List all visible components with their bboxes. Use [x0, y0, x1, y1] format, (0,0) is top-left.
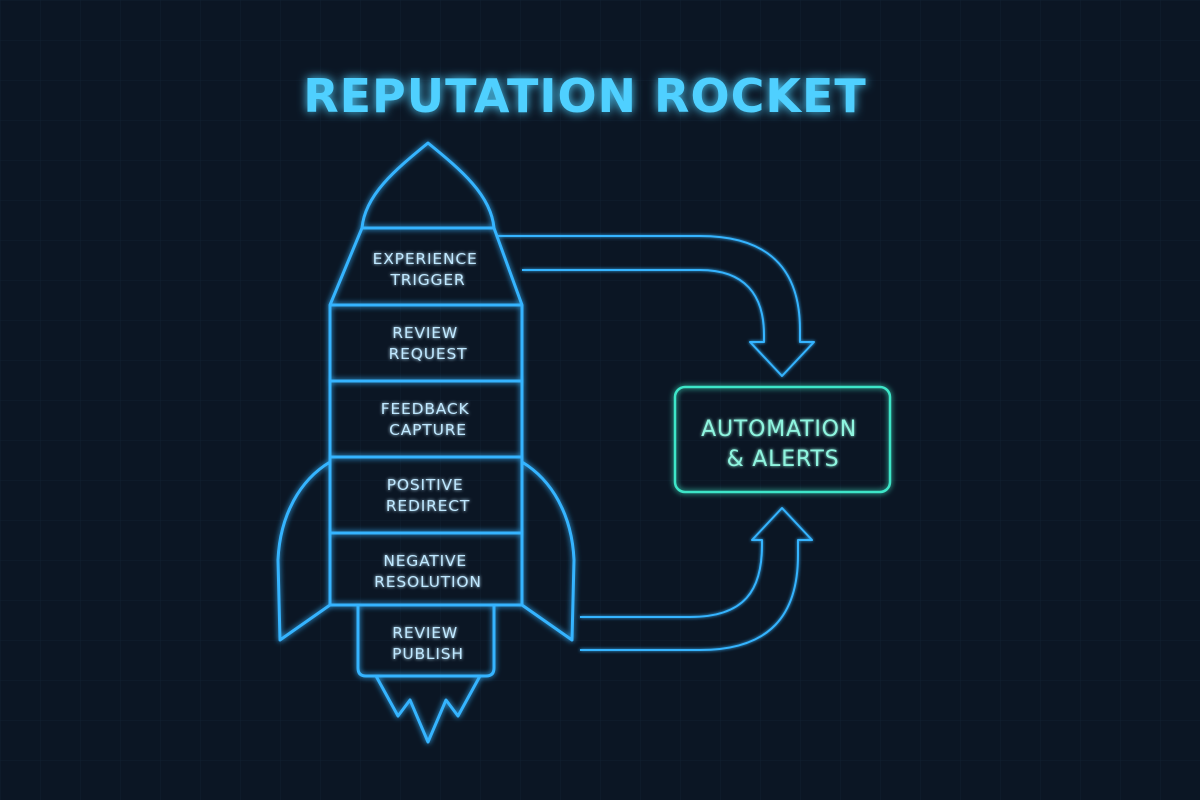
top-arrow-body — [497, 235, 815, 377]
stage-label-line: CAPTURE — [389, 421, 467, 439]
stage-label-line: EXPERIENCE — [373, 250, 478, 268]
automation-box-line: AUTOMATION — [701, 417, 857, 442]
stage-label-negative-resolution: NEGATIVE RESOLUTION — [374, 552, 482, 591]
stage-label-positive-redirect: POSITIVE REDIRECT — [386, 476, 470, 515]
bottom-arrow-body — [580, 507, 813, 651]
stage-label-line: FEEDBACK — [381, 400, 470, 418]
stage-label-review-request: REVIEW REQUEST — [389, 324, 468, 363]
top-flow-arrow — [497, 235, 815, 377]
stage-label-experience-trigger: EXPERIENCE TRIGGER — [373, 250, 484, 289]
rocket — [276, 141, 576, 744]
stage-label-line: TRIGGER — [390, 271, 466, 289]
automation-alerts-box — [673, 385, 892, 494]
rocket-right-fin — [521, 460, 576, 642]
stage-label-line: NEGATIVE — [383, 552, 467, 570]
automation-box-label: AUTOMATION & ALERTS — [701, 417, 865, 472]
automation-box-line: & ALERTS — [727, 447, 840, 472]
rocket-flame — [374, 675, 482, 744]
rocket-body-outline — [328, 141, 524, 607]
automation-box-frame — [673, 385, 892, 494]
stage-labels: EXPERIENCE TRIGGER REVIEW REQUEST FEEDBA… — [373, 250, 484, 663]
stage-label-line: RESOLUTION — [374, 573, 482, 591]
stage-label-line: REVIEW — [392, 624, 458, 642]
bottom-flow-arrow — [580, 507, 813, 651]
stage-label-line: REVIEW — [392, 324, 458, 342]
stage-label-line: POSITIVE — [387, 476, 464, 494]
rocket-engine-box — [356, 605, 496, 678]
stage-label-line: REQUEST — [389, 345, 468, 363]
stage-label-line: PUBLISH — [392, 645, 464, 663]
stage-label-line: REDIRECT — [386, 497, 470, 515]
rocket-left-fin — [276, 460, 331, 642]
stage-label-review-publish: REVIEW PUBLISH — [392, 624, 464, 663]
diagram-title: REPUTATION ROCKET — [303, 69, 867, 123]
stage-label-feedback-capture: FEEDBACK CAPTURE — [381, 400, 476, 439]
